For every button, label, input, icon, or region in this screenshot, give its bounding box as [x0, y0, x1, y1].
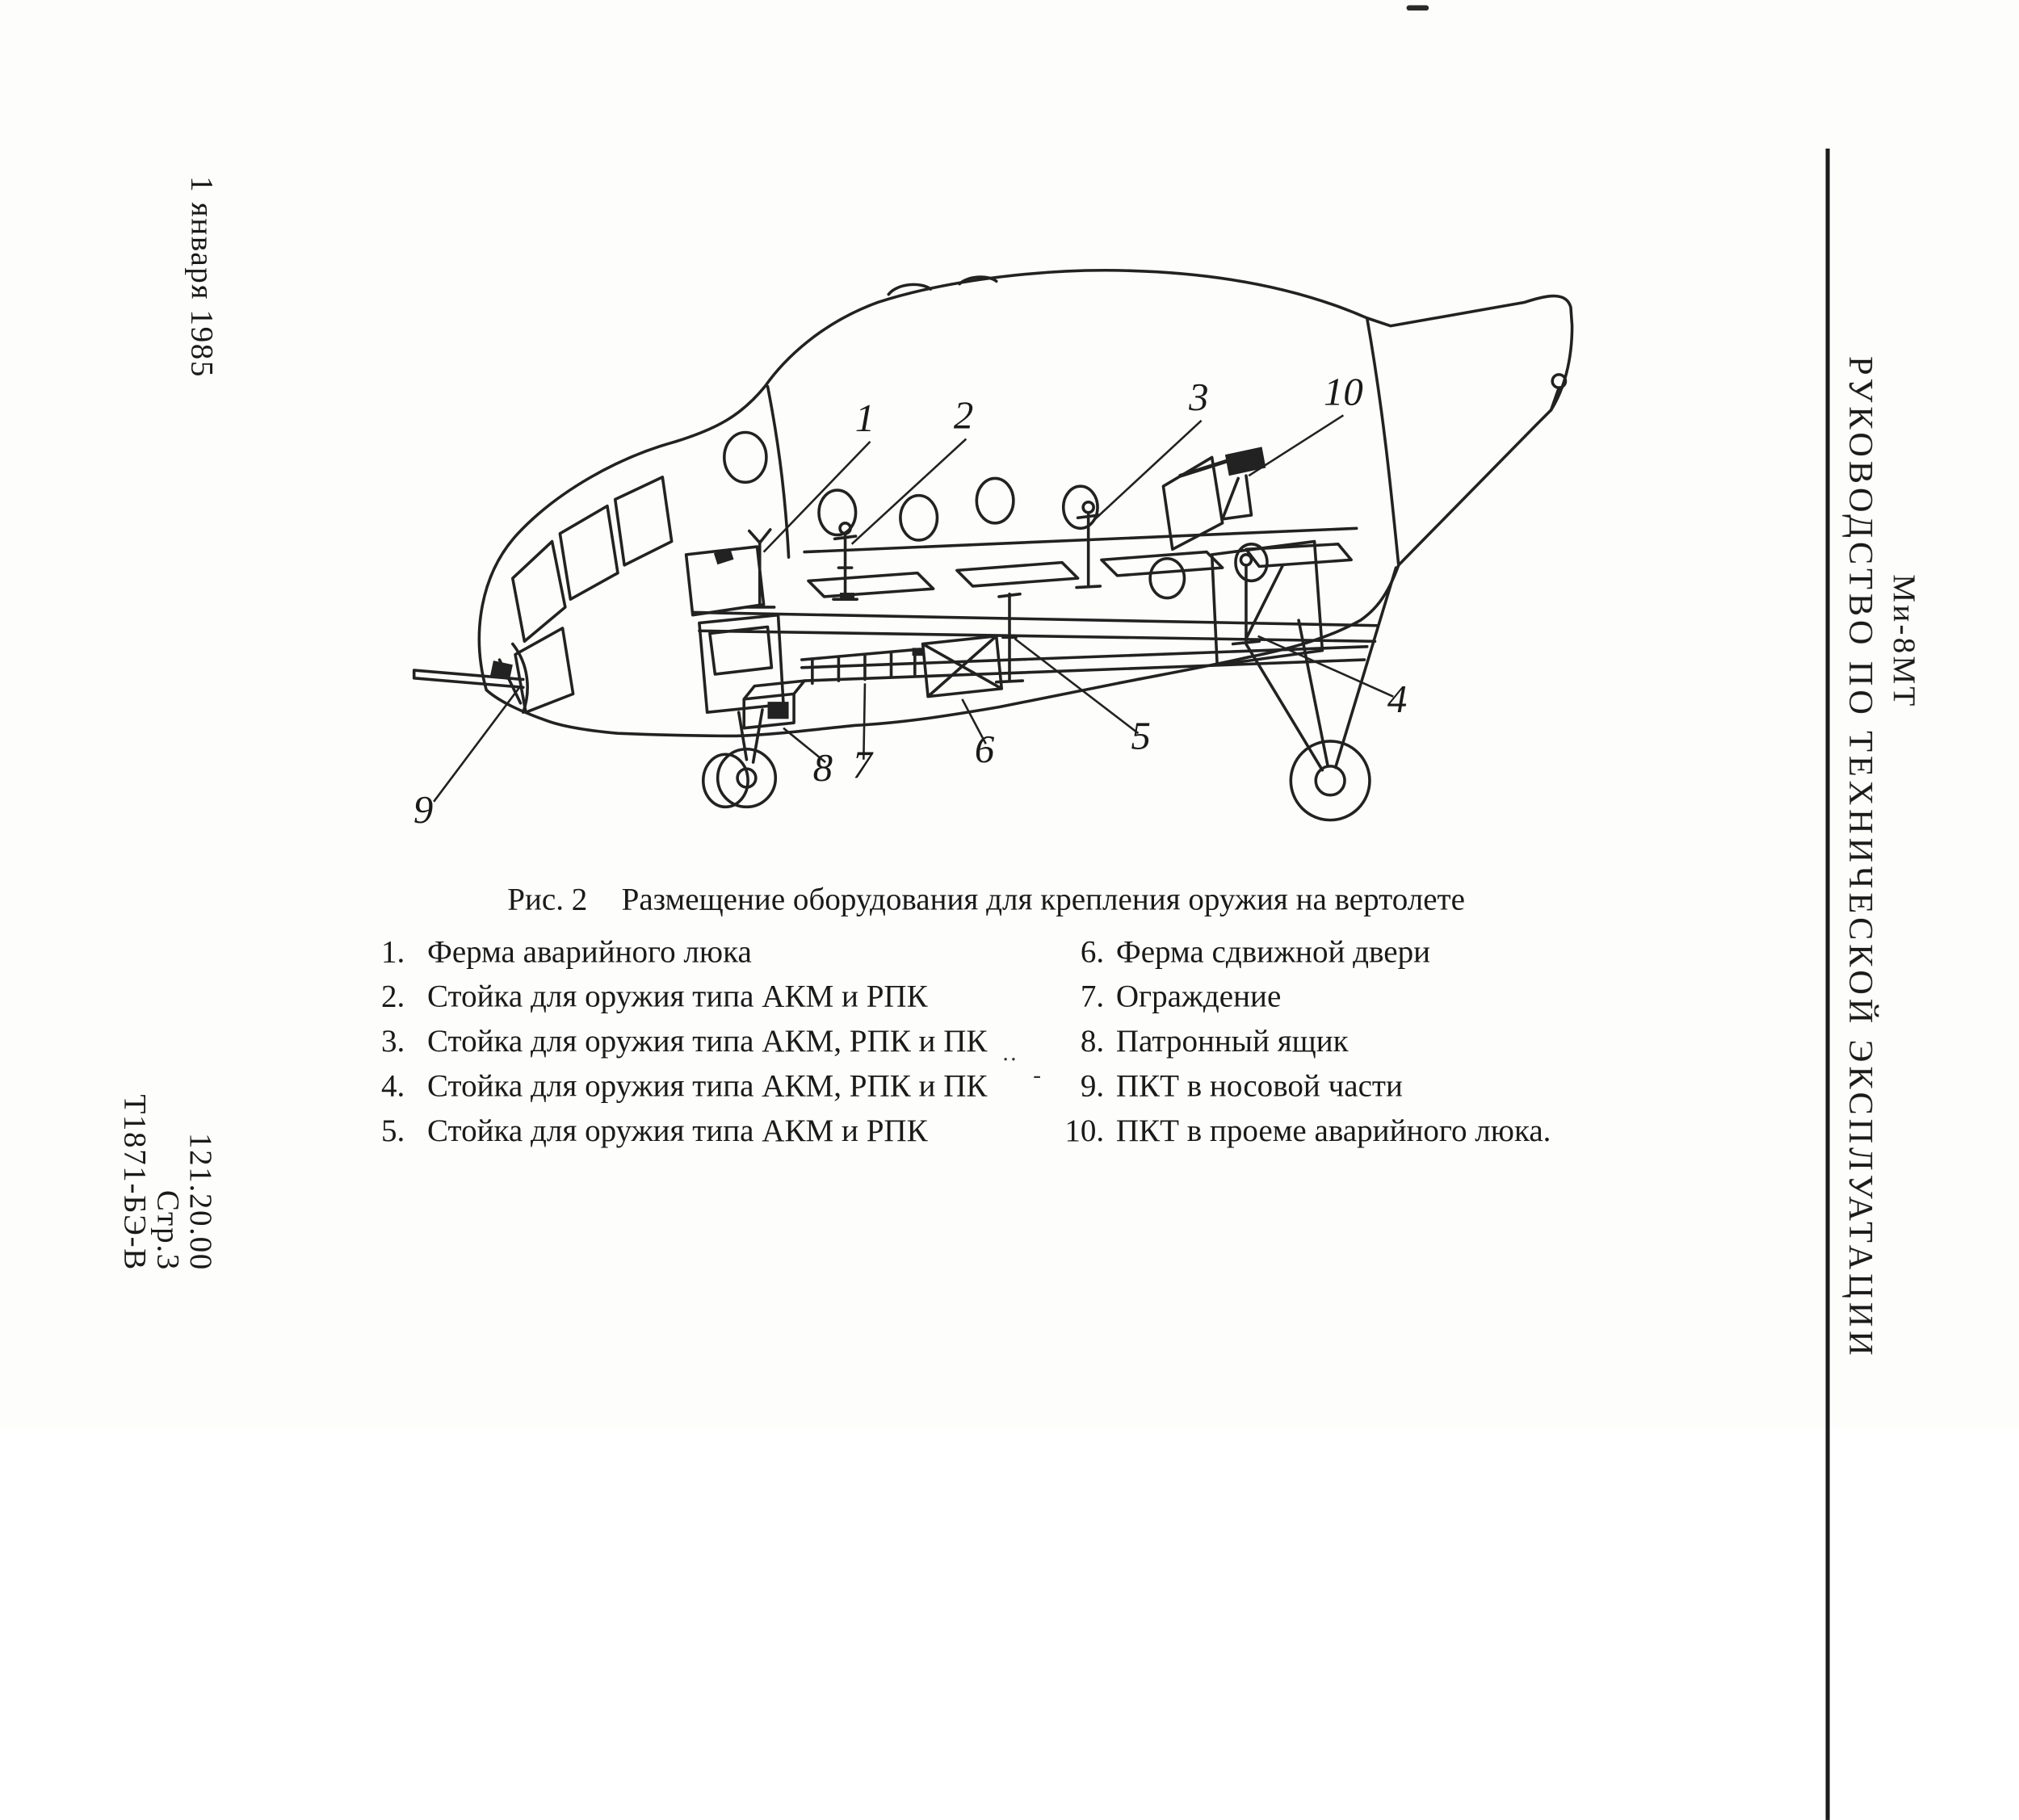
legend-item-number: 7. [1080, 980, 1105, 1015]
legend-item: 10. ПКТ в проеме аварийного люка. [1049, 1109, 1551, 1154]
legend-item: 4. Стойка для оружия типа АКМ, РПК и ПК [381, 1064, 987, 1109]
legend-item: 9. ПКТ в носовой части [1049, 1064, 1551, 1109]
doc-code: Т1871-БЭ-В [116, 1094, 152, 1271]
legend-item-text: Ферма сдвижной двери [1115, 935, 1431, 971]
callout-3: 3 [1188, 375, 1208, 419]
legend-item-text: Стойка для оружия типа АКМ, РПК и ПК [426, 1069, 988, 1105]
landing-gear [701, 566, 1398, 822]
legend-item: 6. Ферма сдвижной двери [1049, 930, 1551, 975]
legend-item: 8. Патронный ящик [1049, 1020, 1551, 1064]
legend-item-number: 6. [1080, 935, 1105, 971]
legend-item: 5. Стойка для оружия типа АКМ и РПК [381, 1109, 987, 1154]
engine-cowling-intakes [887, 275, 998, 296]
cabin-rear-bulkhead-line [1365, 317, 1400, 567]
weapon-stand-1 [745, 528, 776, 609]
legend-item-number: 10. [1064, 1114, 1105, 1149]
legend-item-text: Ферма аварийного люка [426, 935, 752, 971]
legend-column-left: 1. Ферма аварийного люка 2. Стойка для о… [381, 930, 987, 1154]
legend-item-text: Стойка для оружия типа АКМ, РПК и ПК [426, 1025, 988, 1059]
legend-item-number: 2. [381, 980, 405, 1015]
weapon-stand-2 [832, 521, 858, 601]
manual-page: 1 января 1985 Ми-8МТ РУКОВОДСТВО ПО ТЕХН… [116, 5, 1920, 1820]
cockpit-rear-frame-line [766, 384, 791, 559]
callout-5: 5 [1131, 714, 1151, 758]
weapon-stand-3 [1075, 500, 1102, 589]
cabin-floor-structure [692, 526, 1379, 682]
legend-item-text: Патронный ящик [1115, 1025, 1349, 1059]
manual-title: РУКОВОДСТВО ПО ТЕХНИЧЕСКОЙ ЭКСПЛУАТАЦИИ [1825, 148, 1884, 1820]
legend-item-text: Стойка для оружия типа АКМ и РПК [426, 1114, 928, 1149]
callout-numbers: 1 2 3 10 9 8 7 6 5 4 [413, 369, 1407, 832]
weapon-stand-5 [994, 592, 1025, 684]
legend-item: 7. Ограждение [1049, 975, 1551, 1020]
model-designation: Ми-8МТ [1886, 574, 1920, 709]
figure-caption-text: Размещение оборудования для крепления ор… [621, 883, 1465, 918]
legend-item: 3. Стойка для оружия типа АКМ, РПК и ПК [381, 1020, 987, 1064]
callout-7: 7 [853, 743, 875, 787]
legend-item-number: 4. [381, 1069, 405, 1105]
figure-label: Рис. 2 [507, 883, 588, 918]
page-ref: Стр.3 [149, 1189, 184, 1271]
callout-2: 2 [954, 393, 973, 438]
legend-item-text: ПКТ в носовой части [1115, 1069, 1403, 1105]
portholes [723, 430, 1269, 600]
railing [800, 648, 922, 686]
legend-item-text: Ограждение [1115, 980, 1282, 1015]
dark-fittings [713, 547, 925, 656]
helicopter-diagram: 1 2 3 10 9 8 7 6 5 4 [412, 269, 1574, 832]
legend-item: 1. Ферма аварийного люка [381, 930, 987, 975]
sliding-door-frame [1210, 539, 1324, 667]
nose-gun [412, 642, 529, 714]
cockpit-glazing [510, 476, 785, 714]
pkt-gun-hatch [1161, 447, 1266, 551]
scan-artifact-dash: - [1033, 1062, 1042, 1088]
scan-artifact-dots: ·· [1001, 1046, 1018, 1073]
doc-number: 121.20.00 [183, 1132, 217, 1271]
callout-9: 9 [413, 787, 433, 832]
footer-block: 121.20.00 Стр.3 Т1871-БЭ-В [116, 1039, 217, 1271]
fuselage-outline [477, 269, 1574, 738]
callout-leader-lines [433, 414, 1394, 803]
legend-item-text: ПКТ в проеме аварийного люка. [1115, 1114, 1551, 1149]
callout-6: 6 [975, 727, 995, 771]
ammo-box [742, 679, 806, 730]
weapon-stand-4 [1231, 553, 1285, 646]
legend-item-text: Стойка для оружия типа АКМ и РПК [426, 980, 928, 1015]
margin-date: 1 января 1985 [183, 176, 219, 379]
sliding-door-truss [921, 634, 1004, 698]
legend-item-number: 5. [381, 1114, 405, 1149]
legend-item-number: 8. [1080, 1025, 1105, 1059]
legend-item: 2. Стойка для оружия типа АКМ и РПК [381, 975, 987, 1020]
legend-item-number: 1. [381, 935, 405, 971]
top-center-dash [1406, 5, 1429, 11]
callout-8: 8 [813, 745, 833, 790]
figure-caption: Рис. 2 Размещение оборудования для крепл… [507, 883, 1465, 919]
callout-4: 4 [1387, 677, 1407, 721]
margin-header-block: Ми-8МТ РУКОВОДСТВО ПО ТЕХНИЧЕСКОЙ ЭКСПЛУ… [1825, 148, 1923, 1820]
legend-item-number: 3. [381, 1025, 405, 1059]
callout-1: 1 [855, 396, 875, 440]
legend-item-number: 9. [1080, 1069, 1105, 1105]
callout-10: 10 [1324, 369, 1363, 413]
legend-column-right: 6. Ферма сдвижной двери 7. Ограждение 8.… [1049, 930, 1551, 1154]
tail-rotor-hub [1549, 373, 1568, 412]
